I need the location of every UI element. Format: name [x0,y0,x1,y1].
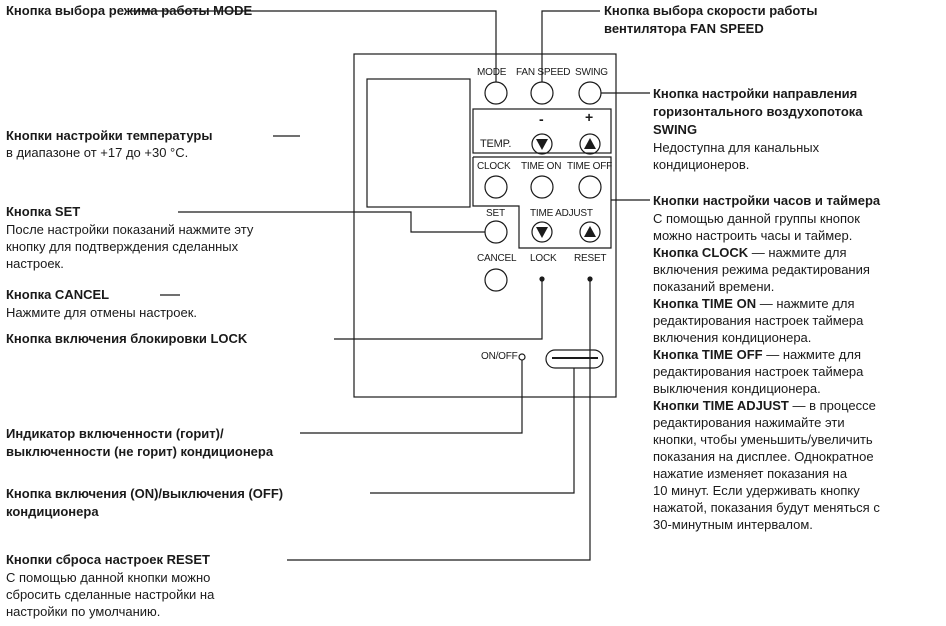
remote-onoff-label: ON/OFF [481,351,518,362]
adjust-up-triangle-icon [584,226,596,237]
remote-body [353,53,617,398]
adjust-down-triangle-icon [536,227,548,238]
timeon-line: Кнопка TIME ON — нажмите для [653,295,854,312]
onoff-title-2: кондиционера [6,504,99,519]
timeoff-desc-2: выключения кондиционера. [653,381,821,396]
time-off-button[interactable] [578,175,602,199]
temp-down-button[interactable] [531,133,553,155]
mode-button[interactable] [484,81,508,105]
set-title: Кнопка SET [6,204,81,219]
clock-group-title: Кнопки настройки часов и таймера [653,193,881,208]
remote-temp-label: TEMP. [480,138,512,150]
temp-desc: в диапазоне от +17 до +30 °С. [6,145,189,160]
adjust-desc-1: редактирования нажимайте эти [653,415,845,430]
clock-button[interactable] [484,175,508,199]
onoff-title-1: Кнопка включения (ON)/выключения (OFF) [6,486,284,501]
fan-speed-button[interactable] [530,81,554,105]
remote-plus-label: + [585,109,593,125]
temp-group-box [472,108,612,154]
clock-desc-2: показаний времени. [653,279,775,294]
timeon-rest: — нажмите для [756,296,855,311]
reset-desc-1: С помощью данной кнопки можно [6,570,211,585]
onoff-indicator-led [518,353,526,361]
time-adjust-down-button[interactable] [531,221,553,243]
swing-button[interactable] [578,81,602,105]
remote-lock-label: LOCK [530,253,557,264]
fan-title-2: вентилятора FAN SPEED [604,21,764,36]
fan-title-1: Кнопка выбора скорости работы [604,3,818,18]
timeoff-bold: Кнопка TIME OFF [653,347,763,362]
temp-up-triangle-icon [584,138,596,149]
clock-group-desc-2: можно настроить часы и таймер. [653,228,853,243]
adjust-desc-2: кнопки, чтобы уменьшить/увеличить [653,432,873,447]
remote-mode-label: MODE [477,67,507,78]
reset-title: Кнопки сброса настроек RESET [6,552,210,567]
remote-time-adjust-label: TIME ADJUST [530,208,593,219]
cancel-title: Кнопка CANCEL [6,287,110,302]
clock-rest: — нажмите для [748,245,847,260]
adjust-line: Кнопки TIME ADJUST — в процессе [653,397,876,414]
adjust-desc-7: 30-минутным интервалом. [653,517,813,532]
swing-desc-1: Недоступна для канальных [653,140,820,155]
adjust-rest: — в процессе [788,398,876,413]
timeon-bold: Кнопка TIME ON [653,296,757,311]
adjust-bold: Кнопки TIME ADJUST [653,398,789,413]
mode-title: Кнопка выбора режима работы MODE [6,3,253,18]
swing-desc-2: кондиционеров. [653,157,750,172]
temp-down-triangle-icon [536,139,548,150]
remote-clock-label: CLOCK [477,161,511,172]
clock-line: Кнопка CLOCK — нажмите для [653,244,847,261]
remote-reset-label: RESET [574,253,607,264]
clock-bold: Кнопка CLOCK [653,245,749,260]
remote-fan-speed-label: FAN SPEED [516,67,571,78]
clock-group-desc-1: С помощью данной группы кнопок [653,211,860,226]
cancel-desc: Нажмите для отмены настроек. [6,305,198,320]
indicator-title-2: выключенности (не горит) кондиционера [6,444,274,459]
timeoff-line: Кнопка TIME OFF — нажмите для [653,346,861,363]
temp-up-button[interactable] [579,133,601,155]
lock-title: Кнопка включения блокировки LOCK [6,331,248,346]
reset-desc-2: сбросить сделанные настройки на [6,587,215,602]
timeoff-rest: — нажмите для [762,347,861,362]
lock-button[interactable] [539,276,545,282]
remote-minus-label: - [539,111,544,127]
reset-button[interactable] [587,276,593,282]
adjust-desc-5: 10 минут. Если удерживать кнопку [653,483,860,498]
set-desc-3: настроек. [6,256,64,271]
remote-swing-label: SWING [575,67,608,78]
time-on-button[interactable] [530,175,554,199]
remote-set-label: SET [486,208,505,219]
swing-title-2: горизонтального воздухопотока [653,104,863,119]
set-button[interactable] [484,220,508,244]
indicator-title-1: Индикатор включенности (горит)/ [6,426,224,441]
timeon-desc-2: включения кондиционера. [653,330,812,345]
time-adjust-up-button[interactable] [579,221,601,243]
reset-desc-3: настройки по умолчанию. [6,604,161,619]
adjust-desc-6: нажатой, показания будут меняться с [653,500,880,515]
clock-desc-1: включения режима редактирования [653,262,870,277]
timeon-desc-1: редактирования настроек таймера [653,313,864,328]
set-desc-1: После настройки показаний нажмите эту [6,222,254,237]
temp-title: Кнопки настройки температуры [6,128,213,143]
timeoff-desc-1: редактирования настроек таймера [653,364,864,379]
adjust-desc-3: показания на дисплее. Однократное [653,449,874,464]
clock-group-box [472,156,612,249]
swing-title-3: SWING [653,122,698,137]
adjust-desc-4: нажатие изменяет показания на [653,466,848,481]
remote-time-off-label: TIME OFF [567,161,613,172]
remote-display [366,78,471,208]
swing-title-1: Кнопка настройки направления [653,86,858,101]
remote-time-on-label: TIME ON [521,161,562,172]
cancel-button[interactable] [484,268,508,292]
set-desc-2: кнопку для подтверждения сделанных [6,239,239,254]
remote-cancel-label: CANCEL [477,253,517,264]
